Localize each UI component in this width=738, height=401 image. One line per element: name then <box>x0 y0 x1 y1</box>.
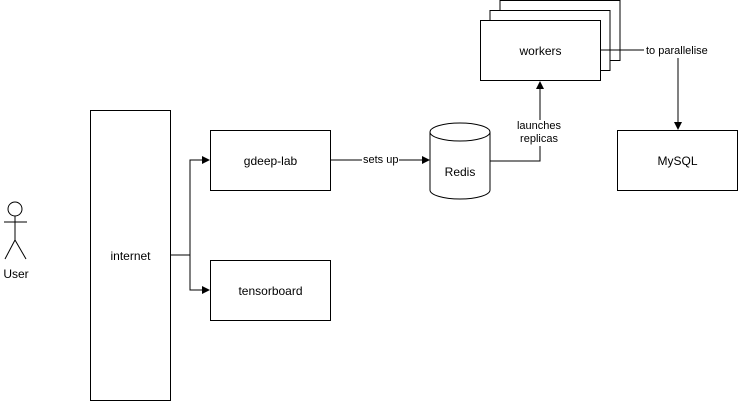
edge-redis-to-workers <box>490 81 544 162</box>
edge-label-sets-up: sets up <box>362 154 400 167</box>
edge-internet-to-tensorboard <box>189 255 210 294</box>
user-actor-icon <box>4 201 27 260</box>
gdeep-lab-node[interactable]: gdeep-lab <box>210 130 331 191</box>
edge-label-launches-replicas: launches replicas <box>512 120 566 146</box>
edge-workers-to-mysql <box>600 49 682 130</box>
user-label: User <box>3 267 29 281</box>
edge-internet-to-gdeep-lab <box>170 156 210 256</box>
redis-database-icon <box>429 122 491 200</box>
tensorboard-node[interactable]: tensorboard <box>210 260 331 321</box>
internet-node[interactable]: internet <box>90 110 171 401</box>
workers-node[interactable]: workers <box>480 20 601 81</box>
mysql-node[interactable]: MySQL <box>617 130 738 191</box>
edge-label-to-parallelise: to parallelise <box>644 45 710 58</box>
redis-label[interactable]: Redis <box>444 165 476 179</box>
